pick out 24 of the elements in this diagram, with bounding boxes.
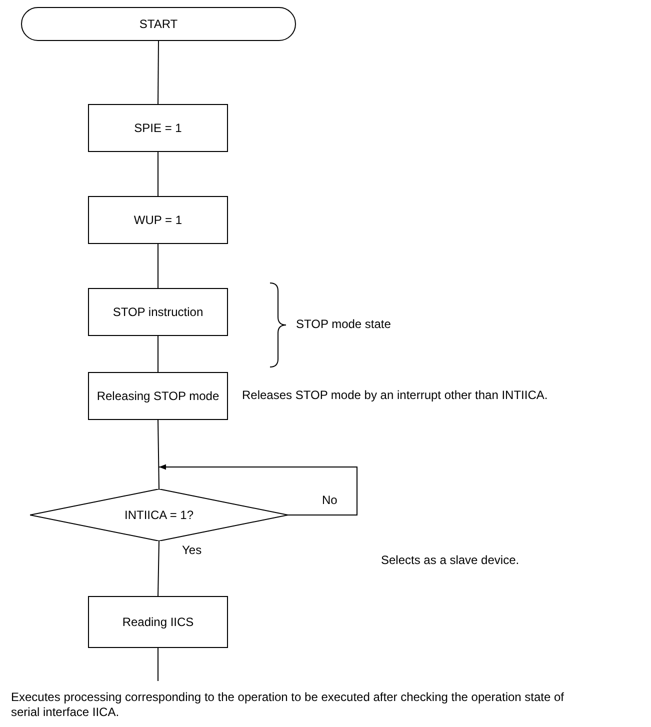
arrow bbox=[158, 464, 358, 516]
node-text: SPIE = 1 bbox=[134, 121, 182, 135]
note-text: Selects as a slave device. bbox=[381, 553, 520, 567]
process-box bbox=[88, 372, 228, 420]
node-text: Reading IICS bbox=[122, 615, 194, 629]
process-box bbox=[88, 596, 228, 648]
connector-line bbox=[158, 540, 160, 596]
note-text: Executes processing corresponding to the operation to be executed after checking the operation state of serial interface IICA. bbox=[11, 690, 566, 720]
connector-line bbox=[158, 420, 160, 490]
node-text: INTIICA = 1? bbox=[124, 508, 194, 522]
process-box bbox=[88, 104, 228, 152]
note-text: STOP mode state bbox=[296, 317, 391, 331]
decision-diamond bbox=[30, 489, 288, 541]
note-text: Releases STOP mode by an interrupt other than INTIICA. bbox=[242, 388, 548, 402]
node-text: WUP = 1 bbox=[134, 213, 182, 227]
process-box bbox=[88, 288, 228, 336]
edge-label: Yes bbox=[182, 543, 202, 557]
start-terminal bbox=[21, 7, 296, 41]
node-text: STOP instruction bbox=[112, 305, 204, 319]
process-box bbox=[88, 196, 228, 244]
connector-line bbox=[158, 40, 159, 104]
node-text: START bbox=[139, 17, 178, 31]
node-text: Releasing STOP mode bbox=[96, 389, 220, 403]
edge-label: No bbox=[322, 493, 338, 507]
